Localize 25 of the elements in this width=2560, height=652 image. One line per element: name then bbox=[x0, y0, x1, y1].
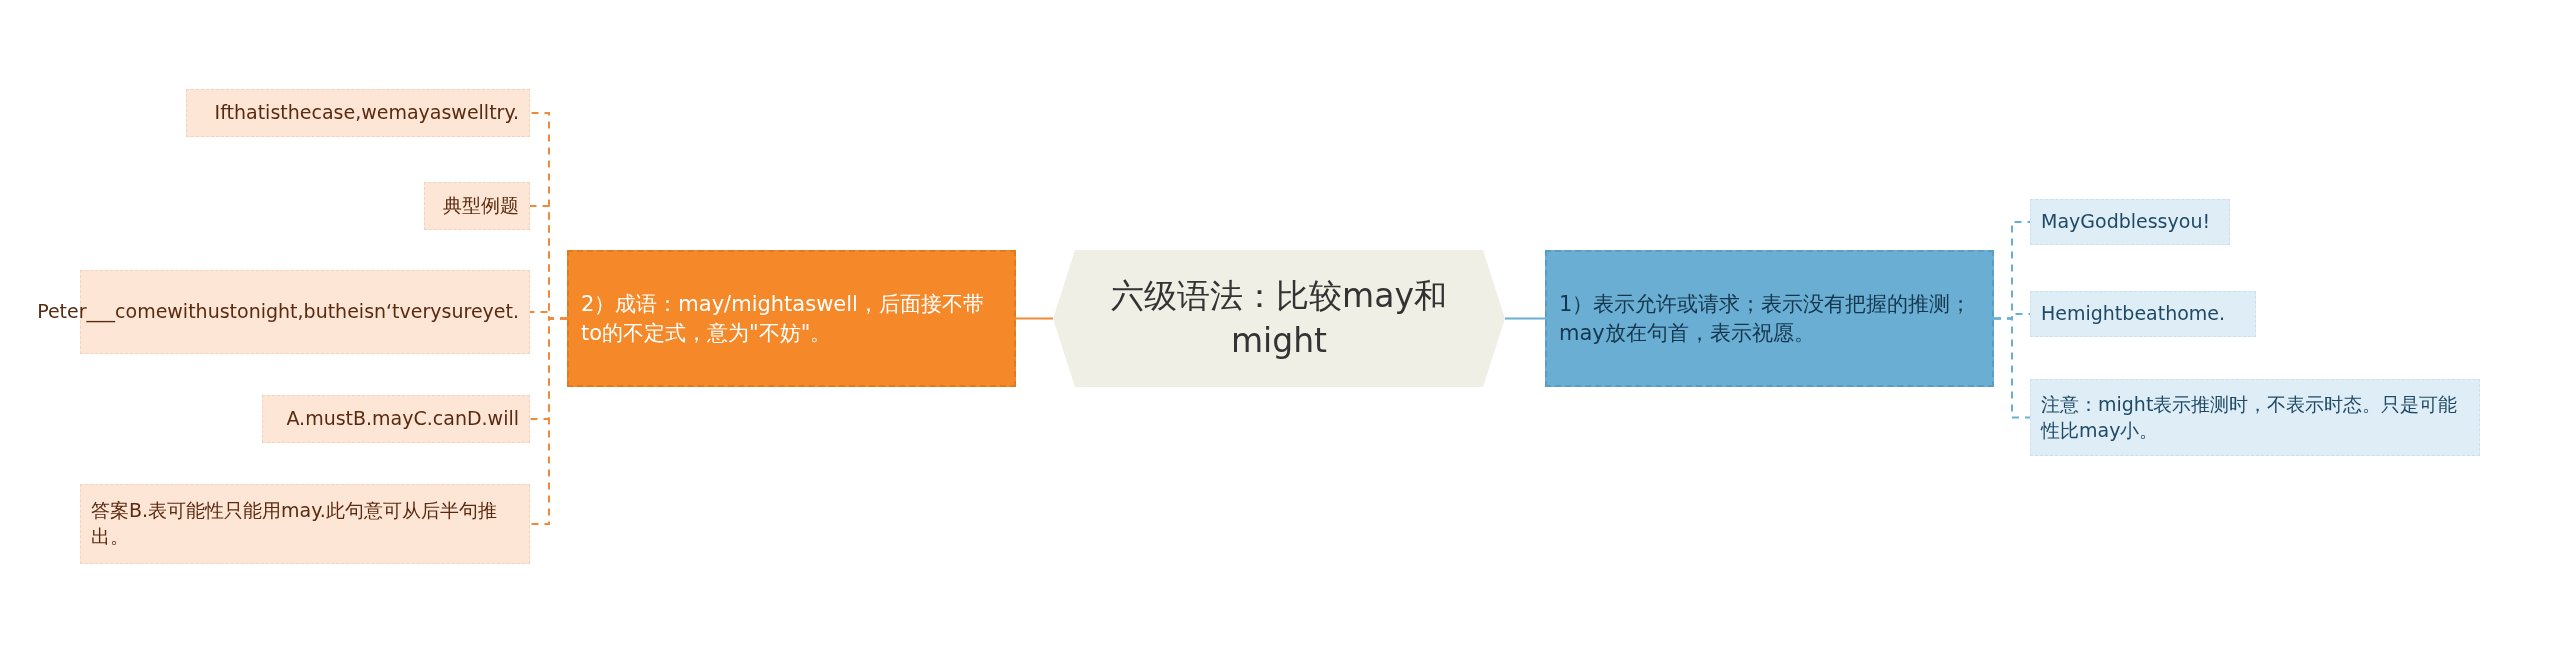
connector-line bbox=[1504, 317, 1546, 320]
leaf-box bbox=[2030, 291, 2256, 337]
leaf-box bbox=[262, 395, 530, 443]
node-text: 答案B.表可能性只能用may.此句意可从后半句推出。 bbox=[91, 498, 498, 549]
leaf-box bbox=[2030, 379, 2480, 456]
branch-box bbox=[1545, 250, 1994, 387]
branch-box bbox=[567, 250, 1016, 387]
leaf-box bbox=[424, 182, 530, 230]
node-text: 2）成语：may/mightaswell，后面接不带to的不定式，意为"不妨"。 bbox=[581, 291, 985, 347]
connector-line bbox=[1015, 317, 1054, 320]
node-text: Hemightbeathome. bbox=[2041, 301, 2226, 327]
node-text: Peter___comewithustonight,butheisn‘tverysureyet. bbox=[37, 299, 519, 325]
node-text: Ifthatisthecase,wemayaswelltry. bbox=[214, 100, 519, 126]
leaf-box bbox=[80, 484, 530, 564]
leaf-box bbox=[186, 89, 530, 137]
node-text: MayGodblessyou! bbox=[2041, 209, 2211, 235]
central-topic bbox=[1053, 250, 1505, 387]
node-text: 典型例题 bbox=[443, 193, 519, 219]
leaf-box bbox=[2030, 199, 2230, 245]
node-text: 1）表示允许或请求；表示没有把握的推测；may放在句首，表示祝愿。 bbox=[1559, 291, 1973, 347]
node-text: A.mustB.mayC.canD.will bbox=[286, 406, 519, 432]
node-text: 注意：might表示推测时，不表示时态。只是可能性比may小。 bbox=[2041, 391, 2459, 443]
topic-text: 六级语法：比较may和might bbox=[1110, 274, 1448, 362]
dashed-connector bbox=[1993, 317, 2031, 419]
dashed-connector bbox=[529, 317, 568, 525]
